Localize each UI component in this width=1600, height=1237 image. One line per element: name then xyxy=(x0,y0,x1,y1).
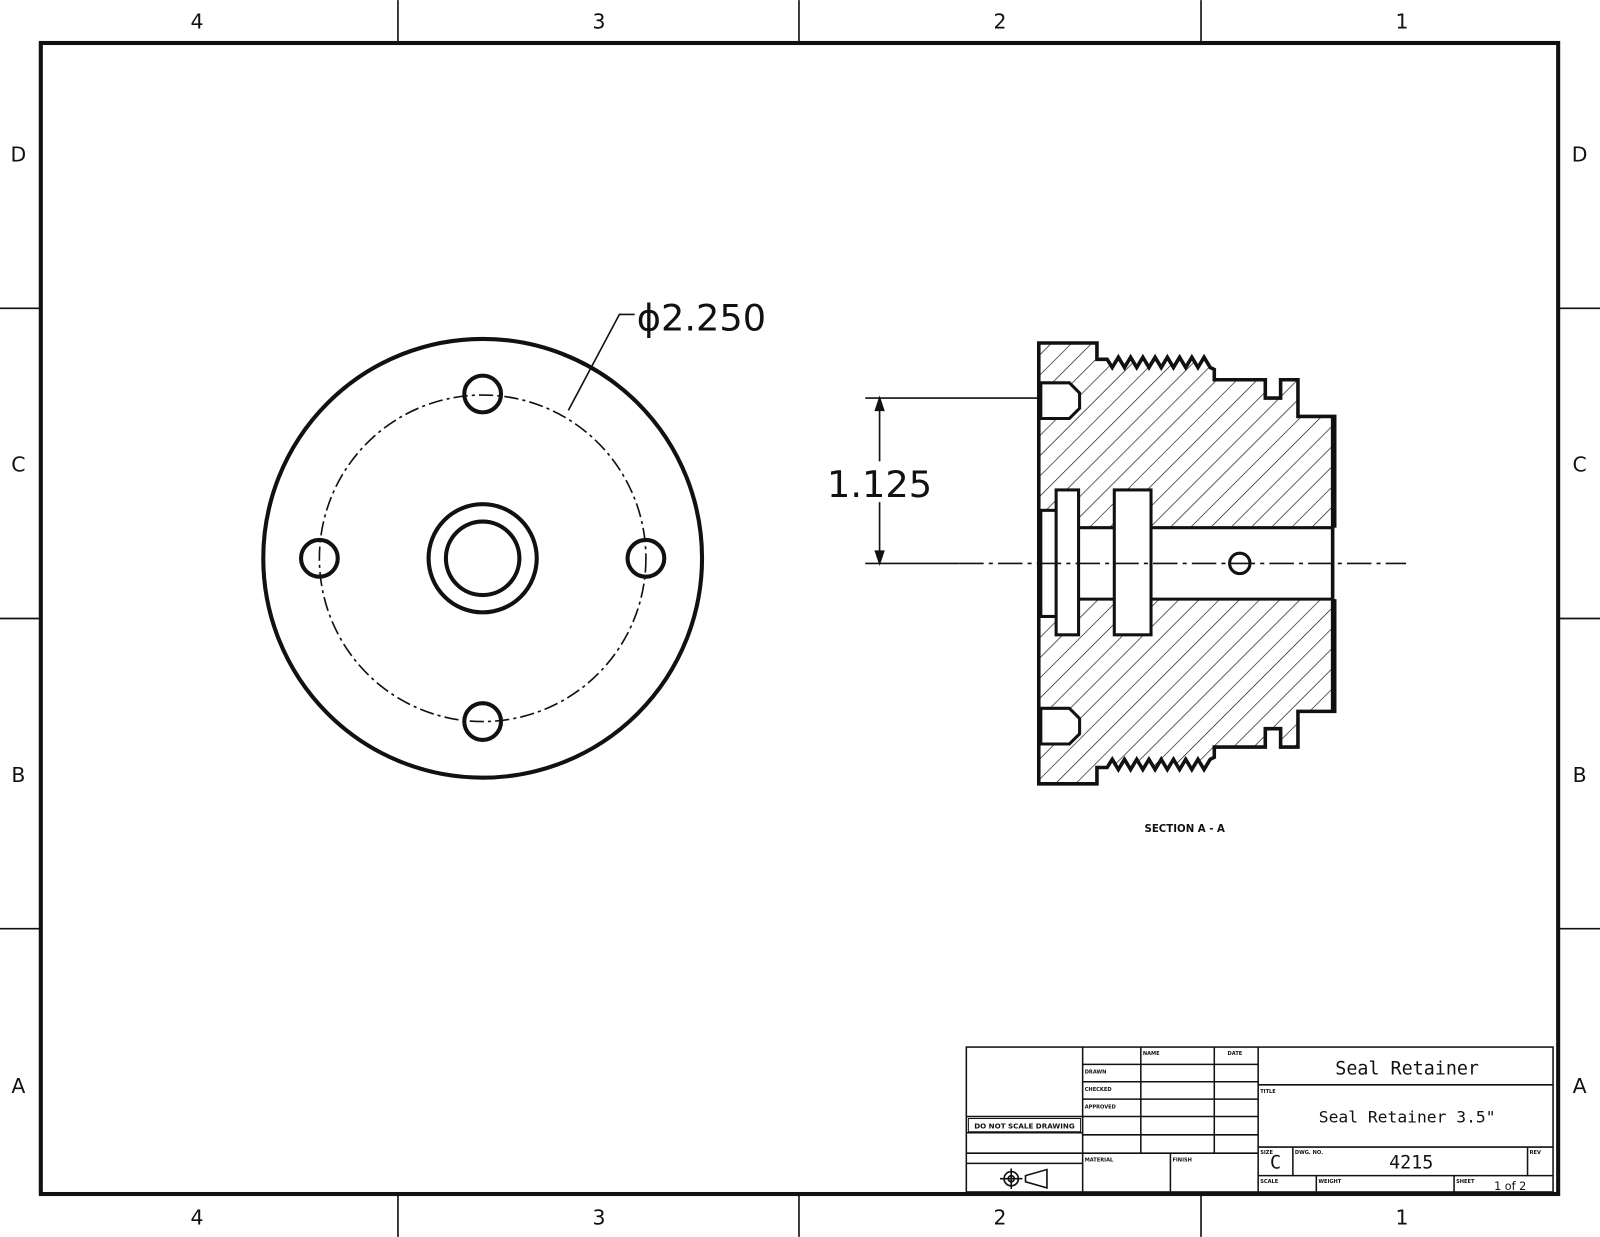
label-weight: WEIGHT xyxy=(1318,1179,1341,1185)
seal-groove-2 xyxy=(1112,488,1153,637)
label-scale: SCALE xyxy=(1260,1179,1279,1185)
counterbore-top xyxy=(1039,381,1082,421)
projection-symbol-icon xyxy=(1000,1168,1048,1189)
do-not-scale-note: DO NOT SCALE DRAWING xyxy=(974,1122,1075,1131)
label-finish: FINISH xyxy=(1172,1157,1191,1163)
zone-row-c: C xyxy=(11,453,25,477)
zone-row-b: B xyxy=(11,763,25,787)
drawing-subtitle: Seal Retainer 3.5" xyxy=(1319,1108,1496,1127)
bolt-hole xyxy=(462,701,504,742)
zone-col-4: 4 xyxy=(190,10,203,34)
zone-row-b-right: B xyxy=(1573,763,1587,787)
label-material: MATERIAL xyxy=(1085,1157,1114,1163)
counterbore-bottom xyxy=(1039,706,1082,746)
bolt-hole xyxy=(625,537,667,579)
hub-outer xyxy=(426,502,539,615)
label-size: SIZE xyxy=(1260,1150,1273,1156)
label-drawn: DRAWN xyxy=(1085,1070,1107,1076)
height-dimension-text: 1.125 xyxy=(827,463,932,506)
section-label: SECTION A - A xyxy=(1145,824,1225,835)
diameter-dimension: ϕ2.250 xyxy=(637,297,766,340)
zone-row-a-right: A xyxy=(1573,1074,1587,1098)
front-view: ϕ2.250 xyxy=(261,297,766,780)
diameter-leader xyxy=(567,313,635,411)
zone-row-c-right: C xyxy=(1572,453,1586,477)
drawing-number: 4215 xyxy=(1389,1153,1433,1174)
label-title: TITLE xyxy=(1260,1089,1276,1095)
zone-col-3: 3 xyxy=(592,10,605,34)
label-rev: REV xyxy=(1530,1150,1541,1156)
zone-row-a: A xyxy=(11,1074,25,1098)
hub-bore xyxy=(443,519,522,598)
label-name: NAME xyxy=(1143,1051,1160,1057)
label-dwg-no: DWG. NO. xyxy=(1295,1150,1323,1156)
label-approved: APPROVED xyxy=(1085,1104,1116,1110)
zone-col-3-bottom: 3 xyxy=(592,1206,605,1230)
zone-col-1: 1 xyxy=(1396,10,1409,34)
label-checked: CHECKED xyxy=(1085,1087,1112,1093)
bolt-hole xyxy=(298,537,340,579)
label-sheet: SHEET xyxy=(1456,1179,1475,1185)
zone-col-1-bottom: 1 xyxy=(1396,1206,1409,1230)
zone-row-d-right: D xyxy=(1572,142,1588,166)
sheet-size: C xyxy=(1270,1153,1281,1174)
seal-groove-1 xyxy=(1054,488,1081,637)
bolt-hole xyxy=(462,373,504,415)
zone-col-2: 2 xyxy=(994,10,1007,34)
sheet-number: 1 of 2 xyxy=(1494,1180,1526,1193)
zone-col-2-bottom: 2 xyxy=(994,1206,1007,1230)
zone-labels: 4 3 2 1 4 3 2 1 D C B A D C B A xyxy=(11,10,1588,1230)
zone-row-d: D xyxy=(11,142,27,166)
drawing-title: Seal Retainer xyxy=(1335,1059,1479,1080)
title-block: DRAWN CHECKED APPROVED NAME DATE MATERIA… xyxy=(965,1046,1554,1193)
zone-col-4-bottom: 4 xyxy=(190,1206,203,1230)
label-date: DATE xyxy=(1228,1051,1243,1057)
section-view: 1.125 SECTION A - A xyxy=(827,341,1407,835)
